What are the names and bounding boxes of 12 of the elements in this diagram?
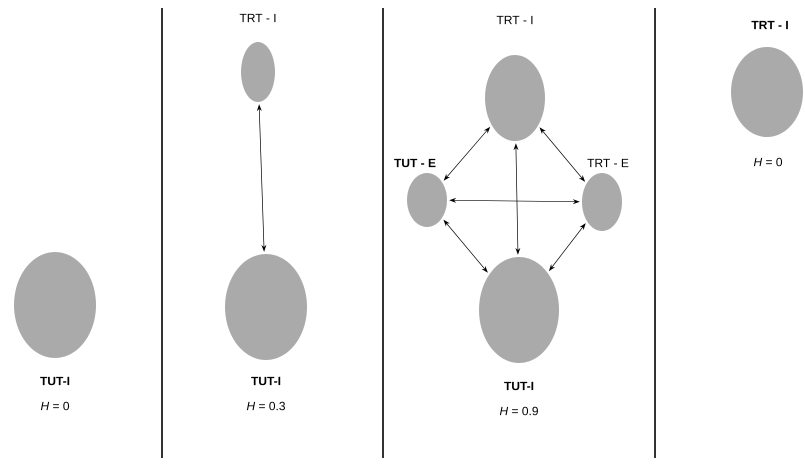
node-label: TRT - I xyxy=(240,14,276,22)
node-label: TUT-I xyxy=(40,376,70,386)
value-label: H = 0.3 xyxy=(246,402,285,410)
node-label: TRT - I xyxy=(752,20,788,30)
node-label: TUT-I xyxy=(251,376,280,386)
node-label: TRT - E xyxy=(587,158,628,168)
value-label: H = 0.9 xyxy=(500,406,538,416)
value-label: H = 0 xyxy=(40,402,70,410)
node-label: TUT-I xyxy=(504,382,534,390)
value-label: H = 0 xyxy=(754,158,782,166)
node-label: TUT - E xyxy=(394,158,436,168)
node-label: TRT - I xyxy=(496,16,532,24)
